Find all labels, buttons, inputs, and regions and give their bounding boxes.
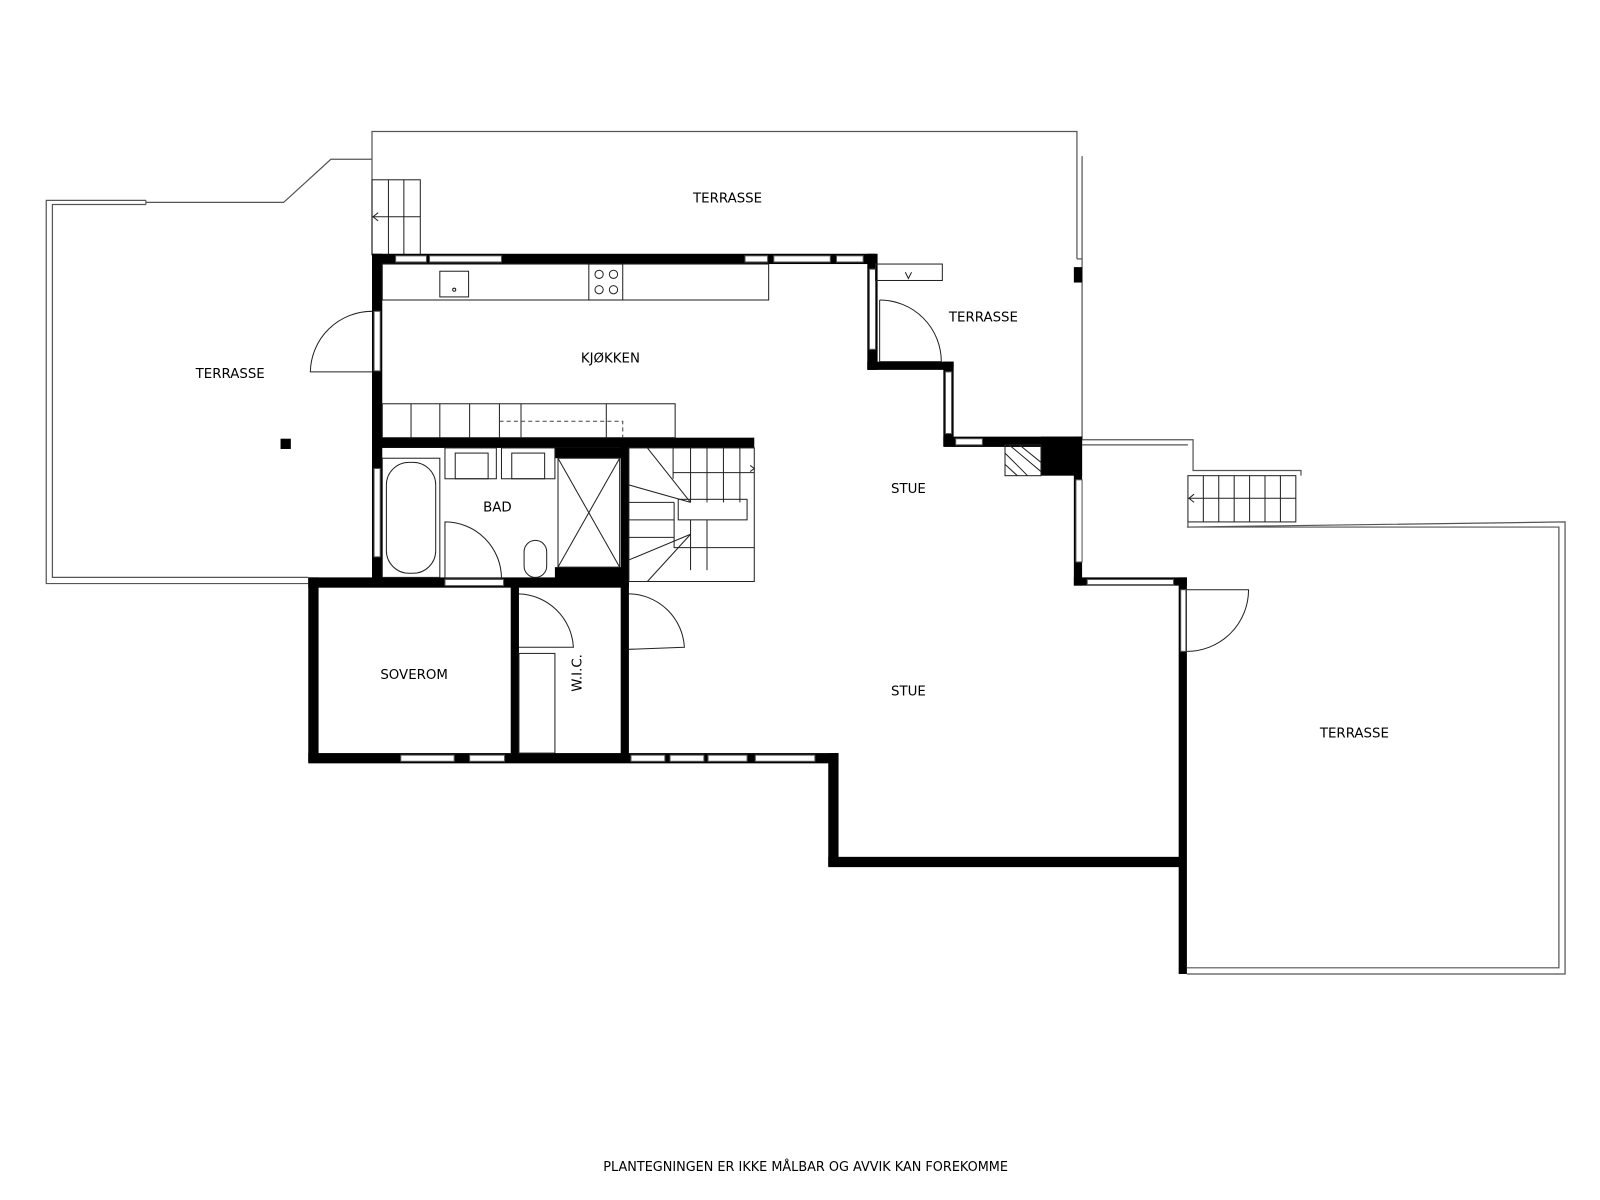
room-label-soverom: SOVEROM <box>380 668 448 683</box>
kitchen-sink <box>439 270 470 298</box>
disclaimer-text: PLANTEGNINGEN ER IKKE MÅLBAR OG AVVIK KA… <box>603 1159 1008 1175</box>
room-label-kjokken: KJØKKEN <box>581 352 640 367</box>
doors <box>309 299 1250 652</box>
terrace-se-outline <box>1186 521 1566 975</box>
windows <box>373 255 1187 762</box>
walls <box>308 253 1187 974</box>
cooktop <box>588 263 624 301</box>
bathroom-fixtures <box>381 447 621 578</box>
room-label-wic: W.I.C. <box>571 654 586 692</box>
toilet <box>523 539 548 578</box>
fireplace <box>1004 444 1042 477</box>
room-label-stue-lower: STUE <box>891 685 926 700</box>
shower <box>557 457 621 568</box>
stair-top-left <box>371 179 421 256</box>
stair-east <box>1082 439 1302 523</box>
kitchen-counter <box>381 263 943 439</box>
terrace-top-outline <box>371 130 1083 440</box>
room-label-stue-upper: STUE <box>891 482 926 497</box>
stair-internal <box>628 447 756 583</box>
column-post <box>280 438 291 449</box>
room-label-terrasse-top: TERRASSE <box>692 191 762 206</box>
room-label-terrasse-nw: TERRASSE <box>195 367 265 382</box>
wic-shelf <box>518 652 556 754</box>
terrace-nw-outline <box>45 158 372 585</box>
room-label-terrasse-small: TERRASSE <box>948 311 1018 326</box>
room-label-bad: BAD <box>483 501 512 516</box>
room-label-terrasse-se: TERRASSE <box>1319 727 1389 742</box>
bathtub <box>385 461 437 574</box>
